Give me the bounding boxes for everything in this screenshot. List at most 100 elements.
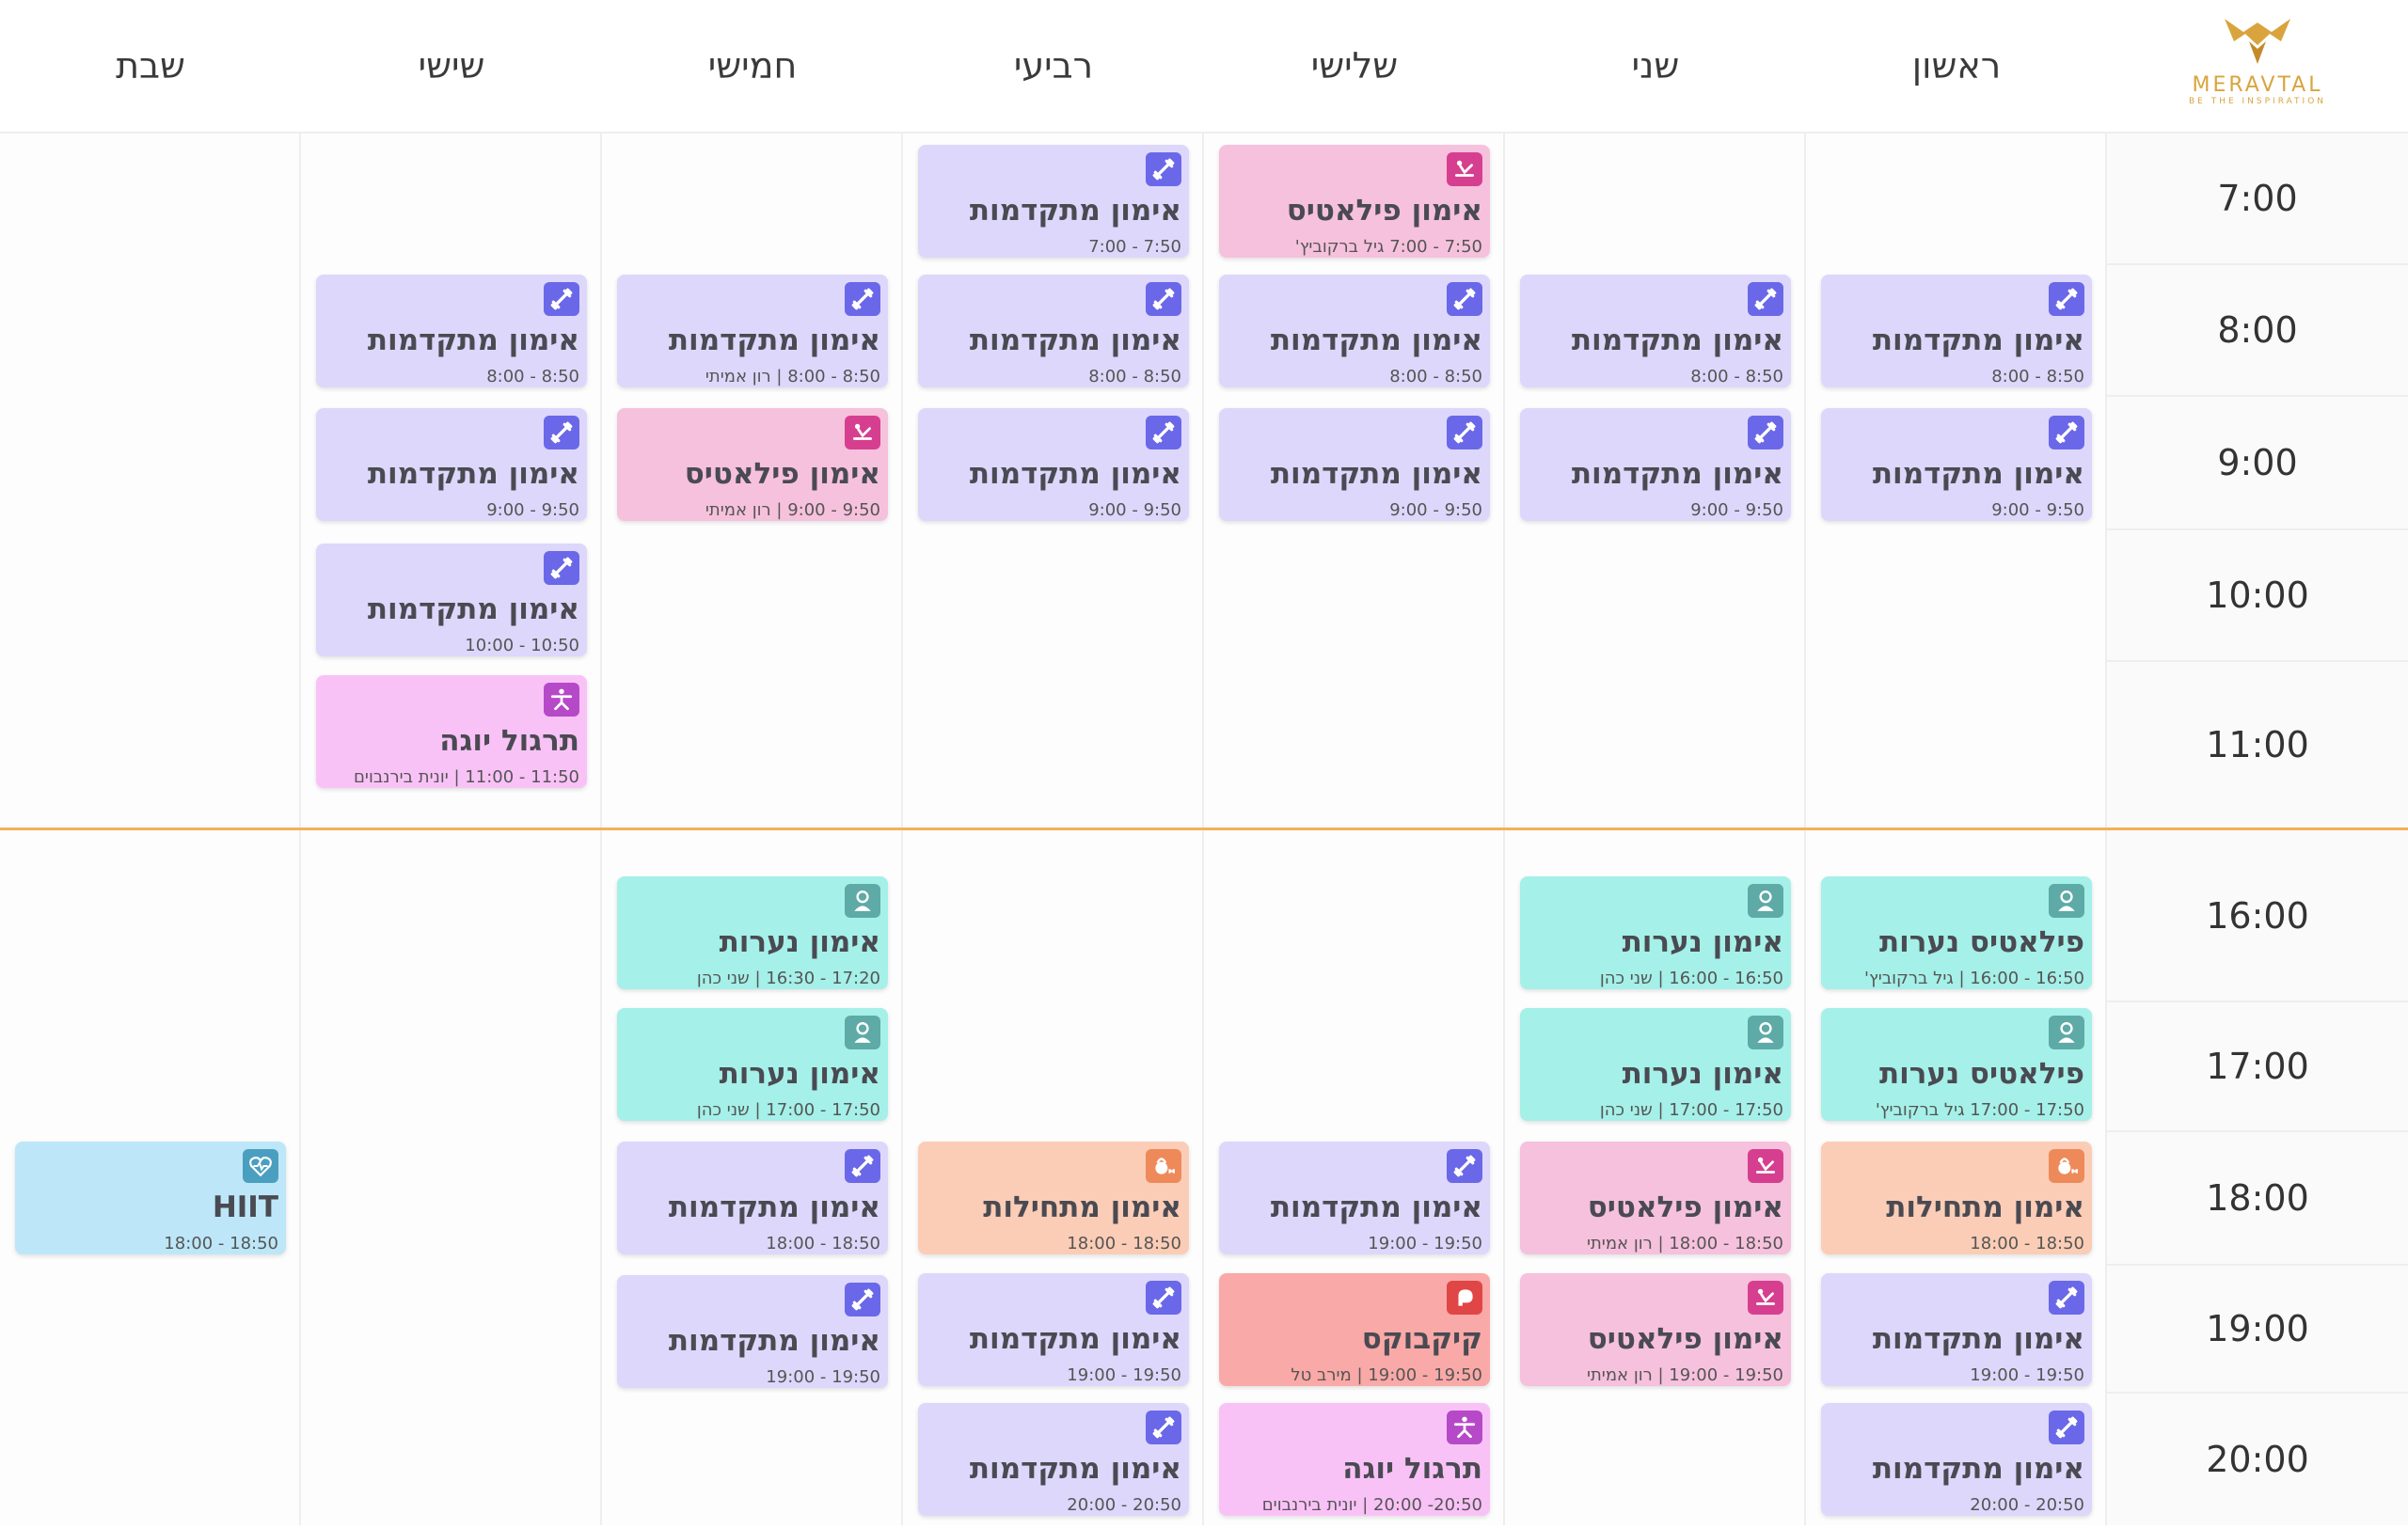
yoga-icon xyxy=(1447,1411,1482,1444)
class-time: 9:50 - 9:00 xyxy=(486,500,579,520)
class-title: אימון נערות xyxy=(1622,925,1783,959)
class-title: אימון פילאטיס xyxy=(684,457,880,491)
class-card-beginners[interactable]: אימון מתחילות 18:50 - 18:00 xyxy=(1821,1142,2092,1254)
class-title: אימון מתחילות xyxy=(983,1190,1181,1224)
trainer-icon xyxy=(845,884,880,918)
class-card-pilates[interactable]: אימון פילאטיס 9:50 - 9:00 | רון אמיתי xyxy=(617,408,888,521)
class-card-advanced[interactable]: אימון מתקדמות 20:50 - 20:00 xyxy=(918,1403,1189,1516)
class-card-teens[interactable]: אימון נערות 17:50 - 17:00 | שני כהן xyxy=(617,1008,888,1121)
class-card-advanced[interactable]: אימון מתקדמות 8:50 - 8:00 | רון אמיתי xyxy=(617,275,888,387)
brand-tagline: BE THE INSPIRATION xyxy=(2188,97,2327,106)
dumbbell-icon xyxy=(1146,416,1181,449)
class-card-advanced[interactable]: אימון מתקדמות 19:50 - 19:00 xyxy=(1821,1273,2092,1386)
dumbbell-icon xyxy=(1146,1411,1181,1444)
class-title: אימון מתקדמות xyxy=(1872,457,2084,491)
class-card-advanced[interactable]: אימון מתקדמות 8:50 - 8:00 xyxy=(1219,275,1490,387)
class-card-advanced[interactable]: אימון מתקדמות 9:50 - 9:00 xyxy=(1219,408,1490,521)
class-time: 7:50 - 7:00 xyxy=(1088,237,1181,257)
class-card-beginners[interactable]: אימון מתחילות 18:50 - 18:00 xyxy=(918,1142,1189,1254)
class-time: 16:50 - 16:00 | שני כהן xyxy=(1599,969,1783,988)
class-card-teen-pilates[interactable]: פילאטיס נערות 16:50 - 16:00 | גיל ברקובי… xyxy=(1821,876,2092,989)
class-time: 20:50- 20:00 | יונית בירנבוים xyxy=(1261,1495,1482,1515)
class-card-advanced[interactable]: אימון מתקדמות 19:50 - 19:00 xyxy=(918,1273,1189,1386)
class-card-yoga[interactable]: תרגול יוגה 11:50 - 11:00 | יונית בירנבוי… xyxy=(316,675,587,788)
class-title: תרגול יוגה xyxy=(1342,1452,1482,1486)
boxing-glove-icon xyxy=(1447,1281,1482,1315)
class-card-teens[interactable]: אימון נערות 17:50 - 17:00 | שני כהן xyxy=(1520,1008,1791,1121)
pilates-icon xyxy=(1748,1281,1783,1315)
class-time: 19:50 - 19:00 xyxy=(766,1367,880,1387)
class-card-pilates[interactable]: אימון פילאטיס 19:50 - 19:00 | רון אמיתי xyxy=(1520,1273,1791,1386)
class-card-advanced[interactable]: אימון מתקדמות 18:50 - 18:00 xyxy=(617,1142,888,1254)
class-card-advanced[interactable]: אימון מתקדמות 9:50 - 9:00 xyxy=(316,408,587,521)
class-card-advanced[interactable]: אימון מתקדמות 9:50 - 9:00 xyxy=(1821,408,2092,521)
class-card-advanced[interactable]: אימון מתקדמות 8:50 - 8:00 xyxy=(1821,275,2092,387)
class-card-advanced[interactable]: אימון מתקדמות 8:50 - 8:00 xyxy=(1520,275,1791,387)
class-time: 18:50 - 18:00 | רון אמיתי xyxy=(1586,1234,1783,1253)
session-divider xyxy=(0,828,2408,830)
class-time: 18:50 - 18:00 xyxy=(766,1234,880,1253)
class-card-advanced[interactable]: אימון מתקדמות 19:50 - 19:00 xyxy=(1219,1142,1490,1254)
class-time: 10:50 - 10:00 xyxy=(465,636,579,655)
class-time: 19:50 - 19:00 xyxy=(1368,1234,1482,1253)
brand-logo: MERAVTAL BE THE INSPIRATION xyxy=(2163,13,2352,117)
class-card-advanced[interactable]: אימון מתקדמות 8:50 - 8:00 xyxy=(918,275,1189,387)
class-title: פילאטיס נערות xyxy=(1878,925,2084,959)
class-time: 16:50 - 16:00 | גיל ברקוביץ' xyxy=(1864,969,2084,988)
class-card-hiit[interactable]: HIIT 18:50 - 18:00 xyxy=(15,1142,286,1254)
class-time: 8:50 - 8:00 xyxy=(1088,367,1181,386)
class-time: 9:50 - 9:00 xyxy=(1389,500,1482,520)
day-header-thursday: חמישי xyxy=(602,0,903,134)
class-card-pilates[interactable]: אימון פילאטיס 7:50 - 7:00 גיל ברקוביץ' xyxy=(1219,145,1490,258)
day-header-sunday: ראשון xyxy=(1806,0,2107,134)
yoga-icon xyxy=(544,683,579,717)
class-title: אימון מתקדמות xyxy=(367,323,579,357)
class-card-advanced[interactable]: אימון מתקדמות 10:50 - 10:00 xyxy=(316,544,587,656)
day-header-tuesday: שלישי xyxy=(1204,0,1505,134)
trainer-icon xyxy=(1748,1016,1783,1049)
class-title: אימון פילאטיס xyxy=(1587,1322,1783,1356)
day-column-monday xyxy=(1505,0,1806,1525)
time-label: 19:00 xyxy=(2107,1266,2408,1394)
class-card-teens[interactable]: אימון נערות 17:20 - 16:30 | שני כהן xyxy=(617,876,888,989)
pilates-icon xyxy=(1748,1149,1783,1183)
day-header-wednesday: רביעי xyxy=(903,0,1204,134)
class-time: 17:20 - 16:30 | שני כהן xyxy=(696,969,880,988)
class-card-kickbox[interactable]: קיקבוקס 19:50 - 19:00 | מירב טל xyxy=(1219,1273,1490,1386)
class-card-advanced[interactable]: אימון מתקדמות 20:50 - 20:00 xyxy=(1821,1403,2092,1516)
class-card-advanced[interactable]: אימון מתקדמות 7:50 - 7:00 xyxy=(918,145,1189,258)
class-time: 20:50 - 20:00 xyxy=(1970,1495,2084,1515)
day-header-friday: שישי xyxy=(301,0,602,134)
class-card-yoga[interactable]: תרגול יוגה 20:50- 20:00 | יונית בירנבוים xyxy=(1219,1403,1490,1516)
dumbbell-icon xyxy=(544,416,579,449)
class-card-teens[interactable]: אימון נערות 16:50 - 16:00 | שני כהן xyxy=(1520,876,1791,989)
class-card-teen-pilates[interactable]: פילאטיס נערות 17:50 - 17:00 גיל ברקוביץ' xyxy=(1821,1008,2092,1121)
class-time: 17:50 - 17:00 גיל ברקוביץ' xyxy=(1875,1100,2084,1120)
dumbbell-icon xyxy=(2049,416,2084,449)
class-card-advanced[interactable]: אימון מתקדמות 9:50 - 9:00 xyxy=(918,408,1189,521)
class-title: פילאטיס נערות xyxy=(1878,1057,2084,1091)
brand-name: MERAVTAL xyxy=(2192,73,2323,97)
class-card-advanced[interactable]: אימון מתקדמות 19:50 - 19:00 xyxy=(617,1275,888,1388)
dumbbell-icon xyxy=(2049,1281,2084,1315)
class-time: 7:50 - 7:00 גיל ברקוביץ' xyxy=(1294,237,1482,257)
class-time: 19:50 - 19:00 | מירב טל xyxy=(1291,1365,1482,1385)
dumbbell-icon xyxy=(1146,1281,1181,1315)
class-time: 19:50 - 19:00 | רון אמיתי xyxy=(1586,1365,1783,1385)
time-label: 16:00 xyxy=(2107,831,2408,1002)
trainer-icon xyxy=(845,1016,880,1049)
time-label: 8:00 xyxy=(2107,265,2408,397)
class-title: אימון מתקדמות xyxy=(1872,323,2084,357)
class-card-advanced[interactable]: אימון מתקדמות 8:50 - 8:00 xyxy=(316,275,587,387)
trainer-icon xyxy=(2049,1016,2084,1049)
class-card-pilates[interactable]: אימון פילאטיס 18:50 - 18:00 | רון אמיתי xyxy=(1520,1142,1791,1254)
trainer-icon xyxy=(1748,884,1783,918)
class-time: 8:50 - 8:00 xyxy=(1690,367,1783,386)
class-title: אימון נערות xyxy=(1622,1057,1783,1091)
pilates-icon xyxy=(845,416,880,449)
class-time: 11:50 - 11:00 | יונית בירנבוים xyxy=(353,767,579,787)
class-time: 17:50 - 17:00 | שני כהן xyxy=(696,1100,880,1120)
class-card-advanced[interactable]: אימון מתקדמות 9:50 - 9:00 xyxy=(1520,408,1791,521)
class-title: אימון מתקדמות xyxy=(668,1190,880,1224)
